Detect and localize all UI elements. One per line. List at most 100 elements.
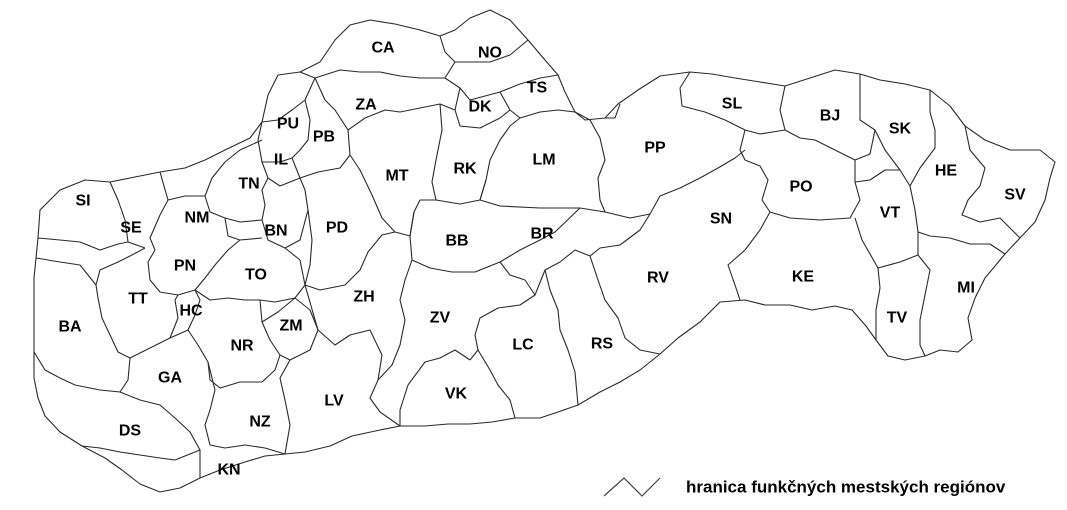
boundary-line <box>95 247 201 359</box>
region-label-nr: NR <box>230 338 254 355</box>
boundary-line <box>854 169 900 183</box>
region-label-sk: SK <box>889 121 912 138</box>
boundary-line <box>147 239 241 296</box>
boundary-line <box>961 125 1021 239</box>
legend-label: hranica funkčných mestských regiónov <box>686 478 1006 497</box>
boundary-line <box>589 213 661 355</box>
region-label-zm: ZM <box>279 318 302 335</box>
boundary-line <box>369 259 413 427</box>
region-label-vk: VK <box>445 386 468 403</box>
boundary-line <box>727 211 771 301</box>
region-label-ba: BA <box>58 319 82 336</box>
boundary-line <box>469 261 536 361</box>
region-label-tn: TN <box>238 176 259 193</box>
boundary-line <box>874 90 936 187</box>
region-label-po: PO <box>789 179 812 196</box>
region-label-zv: ZV <box>430 310 451 327</box>
region-label-no: NO <box>478 45 502 62</box>
boundary-line <box>257 121 301 187</box>
region-label-mt: MT <box>385 168 408 185</box>
region-label-pu: PU <box>277 116 299 133</box>
boundary-line <box>169 294 179 339</box>
internal-boundaries <box>33 35 1021 478</box>
map-legend: hranica funkčných mestských regiónov <box>603 477 1006 497</box>
boundary-line <box>299 177 396 291</box>
boundary-line <box>454 87 511 129</box>
boundary-line <box>534 269 546 296</box>
region-label-hc: HC <box>179 303 203 320</box>
boundary-line <box>261 297 319 361</box>
boundary-line <box>109 181 146 249</box>
boundary-line <box>159 171 169 201</box>
boundary-line <box>917 254 931 357</box>
region-label-za: ZA <box>355 97 377 114</box>
boundary-line <box>204 139 269 223</box>
boundary-line <box>431 103 521 205</box>
region-label-bn: BN <box>264 223 287 240</box>
region-label-rk: RK <box>453 161 477 178</box>
boundary-line <box>33 351 131 393</box>
region-label-ds: DS <box>119 423 142 440</box>
region-label-si: SI <box>75 193 90 210</box>
boundary-line <box>574 111 606 213</box>
boundary-line <box>477 349 516 419</box>
region-label-rs: RS <box>591 336 614 353</box>
boundary-line <box>909 185 1006 255</box>
region-label-sl: SL <box>722 96 743 113</box>
boundary-line <box>439 35 456 63</box>
region-label-kn: KN <box>217 462 240 479</box>
region-label-mi: MI <box>957 280 975 297</box>
zigzag-boundary-line-icon <box>603 477 661 497</box>
boundary-line <box>261 77 316 123</box>
region-label-ca: CA <box>371 40 395 57</box>
region-label-pn: PN <box>174 258 196 275</box>
region-label-il: IL <box>274 152 288 169</box>
boundary-line <box>224 217 263 241</box>
region-label-ts: TS <box>527 80 548 97</box>
region-labels: CA NO TS DK ZA PU PB IL SL BJ SK PP RK L… <box>58 40 1026 479</box>
region-label-bj: BJ <box>820 108 840 125</box>
boundary-line <box>479 149 746 219</box>
boundary-line <box>187 299 281 389</box>
region-label-dk: DK <box>468 99 492 116</box>
region-label-to: TO <box>245 267 267 284</box>
boundary-line <box>204 361 286 455</box>
region-label-bb: BB <box>445 233 468 250</box>
region-label-tv: TV <box>887 310 908 327</box>
region-label-lm: LM <box>532 152 555 169</box>
region-label-zh: ZH <box>353 289 374 306</box>
region-label-pb: PB <box>313 129 335 146</box>
boundary-line <box>544 249 591 406</box>
boundary-line <box>499 91 576 119</box>
region-label-br: BR <box>530 226 554 243</box>
boundary-line <box>304 284 383 381</box>
region-label-lv: LV <box>324 393 344 410</box>
boundary-line <box>409 207 581 273</box>
region-label-sn: SN <box>710 211 732 228</box>
region-label-se: SE <box>120 220 142 237</box>
region-label-ke: KE <box>792 269 815 286</box>
region-label-pp: PP <box>644 140 666 157</box>
boundary-line <box>262 99 311 163</box>
boundary-line <box>877 232 919 269</box>
boundary-line <box>444 74 559 101</box>
region-label-sv: SV <box>1004 187 1026 204</box>
boundary-line <box>37 237 129 251</box>
boundary-line <box>149 195 205 251</box>
region-label-ga: GA <box>158 370 182 387</box>
region-label-nz: NZ <box>249 414 271 431</box>
region-label-nm: NM <box>185 210 210 227</box>
boundary-line <box>279 359 291 455</box>
region-label-pd: PD <box>326 220 348 237</box>
boundary-line <box>679 71 786 135</box>
region-label-tt: TT <box>128 291 148 308</box>
boundary-line <box>194 247 306 303</box>
region-label-lc: LC <box>512 337 534 354</box>
boundary-line <box>299 39 529 79</box>
region-boundaries <box>33 9 1056 493</box>
region-label-vt: VT <box>880 205 901 222</box>
boundary-line <box>399 349 471 426</box>
boundary-line <box>35 257 97 286</box>
boundary-line <box>605 103 621 119</box>
